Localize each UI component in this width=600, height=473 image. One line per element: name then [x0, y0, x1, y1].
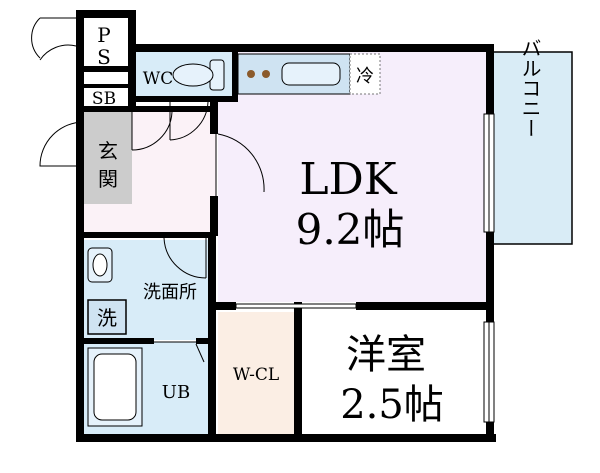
sb-label: SB: [92, 89, 116, 109]
window-ps: [39, 44, 77, 61]
fridge-label: 冷: [356, 66, 374, 87]
genkan-label: 関: [98, 167, 118, 191]
stove-burner-icon: [262, 70, 270, 78]
genkan-floor: [84, 112, 132, 204]
door-swings: [31, 17, 265, 363]
window-western: [483, 321, 495, 423]
bathtub-icon: [87, 347, 143, 427]
ldk-size-label: 9.2帖: [296, 205, 405, 254]
ps-label: S: [97, 45, 111, 69]
ub-label: UB: [162, 382, 190, 403]
washroom-label: 洗面所: [143, 282, 197, 303]
washer-label: 洗: [97, 306, 117, 330]
wc-label: WC: [143, 69, 173, 89]
ps-label: P: [97, 23, 110, 47]
walls: [76, 10, 496, 442]
balcony-label: バルコニー: [518, 38, 542, 138]
sliding-door[interactable]: [235, 303, 357, 309]
fridge-space: [349, 53, 381, 95]
kitchen-sink-icon: [281, 62, 341, 86]
stove-burner-icon: [247, 70, 255, 78]
toilet-icon: [172, 59, 225, 91]
window-balcony: [483, 113, 495, 233]
balcony-floor: [491, 51, 573, 245]
wcl-label: W-CL: [233, 365, 279, 385]
western-room-floor: [300, 312, 490, 434]
western-size-label: 2.5帖: [340, 382, 444, 428]
western-type-label: 洋室: [346, 332, 426, 378]
wcl-floor: [218, 312, 294, 434]
wash-basin-icon: [87, 247, 113, 283]
ldk-type-label: LDK: [299, 154, 397, 205]
genkan-label: 玄: [98, 139, 118, 163]
washer-space: [87, 299, 127, 335]
